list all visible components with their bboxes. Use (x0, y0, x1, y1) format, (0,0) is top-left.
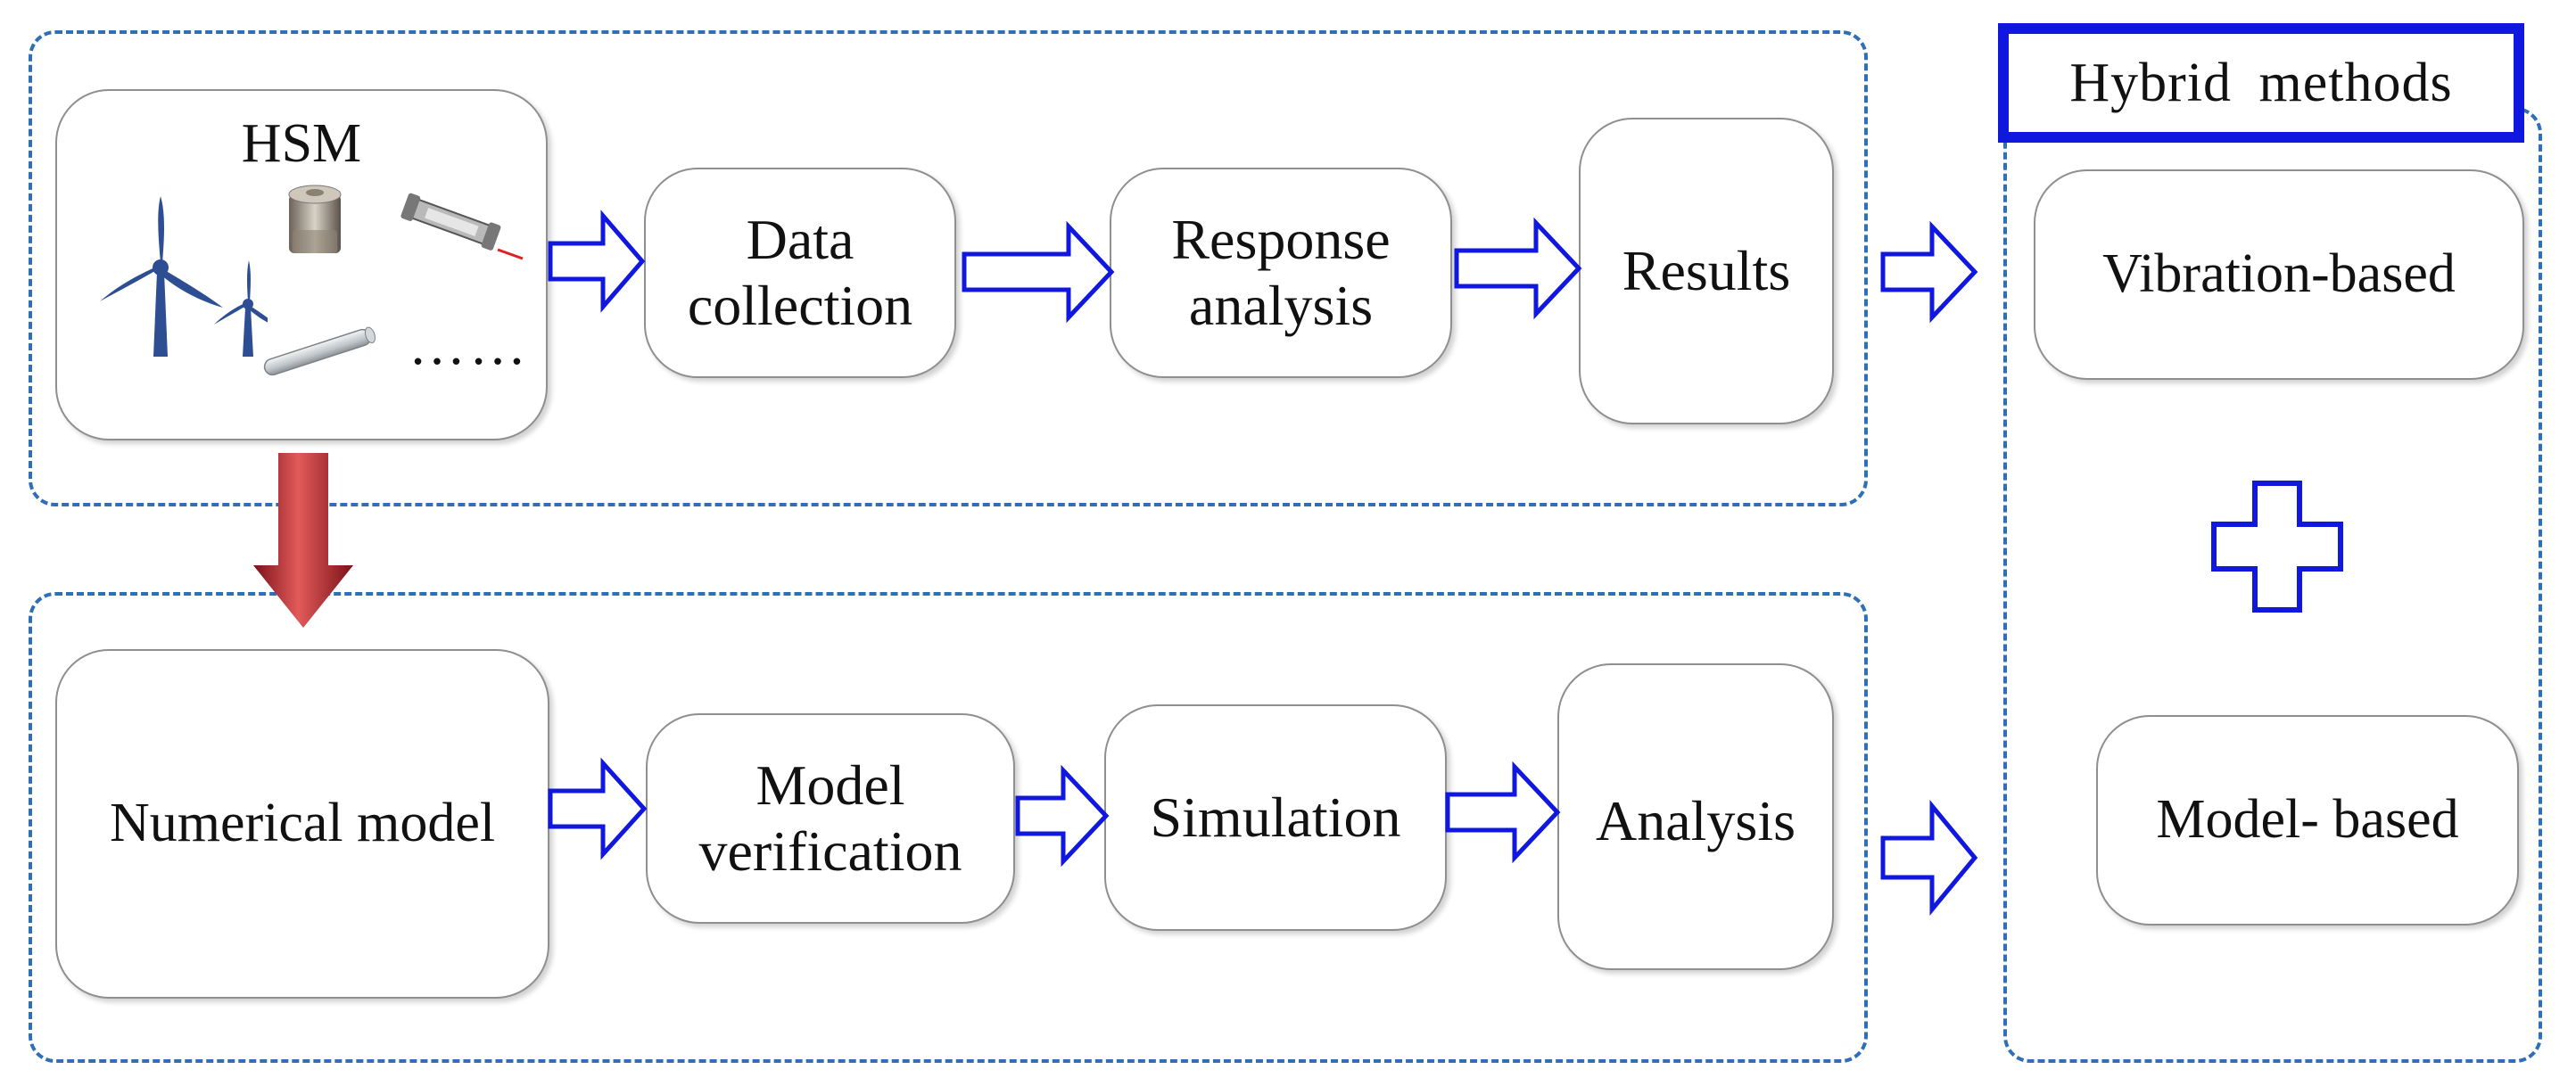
data-collection-line-2: collection (687, 274, 913, 337)
results-box: Results (1579, 118, 1834, 424)
model-verification-line-2: verification (698, 819, 962, 883)
hsm-box: HSM (55, 89, 548, 440)
accelerometer-sensor-icon (288, 185, 342, 253)
simulation-label: Simulation (1150, 786, 1401, 850)
model-based-label: Model- based (2156, 789, 2459, 851)
arrow-data-collection-to-response-analysis (962, 220, 1115, 324)
numerical-model-box: Numerical model (55, 649, 549, 999)
plus-icon (2211, 481, 2343, 613)
laser-sensor-icon (400, 193, 524, 260)
hsm-title: HSM (241, 113, 362, 174)
arrow-simulation-to-analysis (1445, 761, 1561, 864)
bottom-group-container (29, 592, 1868, 1063)
model-verification-line-1: Model (755, 753, 905, 818)
pipe-specimen-icon (263, 326, 376, 376)
response-analysis-line-1: Response (1171, 208, 1391, 272)
arrow-results-to-hybrid (1880, 220, 1978, 324)
numerical-model-label: Numerical model (109, 793, 496, 854)
more-equipment-ellipsis: …… (409, 313, 530, 376)
arrow-hsm-to-data-collection (548, 210, 646, 313)
vibration-based-label: Vibration-based (2102, 243, 2456, 305)
results-label: Results (1622, 239, 1791, 303)
top-group-container (29, 30, 1868, 506)
down-arrow-icon (253, 453, 353, 628)
simulation-box: Simulation (1104, 704, 1447, 931)
hybrid-methods-label: Hybrid methods (2069, 52, 2453, 113)
data-collection-line-1: Data (746, 208, 855, 272)
arrow-numerical-model-to-verification (548, 757, 648, 860)
analysis-box: Analysis (1557, 663, 1834, 970)
hybrid-methods-title: Hybrid methods (1998, 23, 2524, 143)
model-based-box: Model- based (2096, 715, 2519, 926)
arrow-analysis-to-hybrid (1880, 800, 1978, 916)
response-analysis-line-2: analysis (1188, 274, 1374, 337)
arrow-response-analysis-to-results (1454, 217, 1582, 320)
vibration-based-box: Vibration-based (2034, 169, 2524, 380)
wind-turbine-icon (100, 196, 268, 357)
arrow-verification-to-simulation (1015, 764, 1110, 868)
analysis-label: Analysis (1596, 789, 1796, 852)
